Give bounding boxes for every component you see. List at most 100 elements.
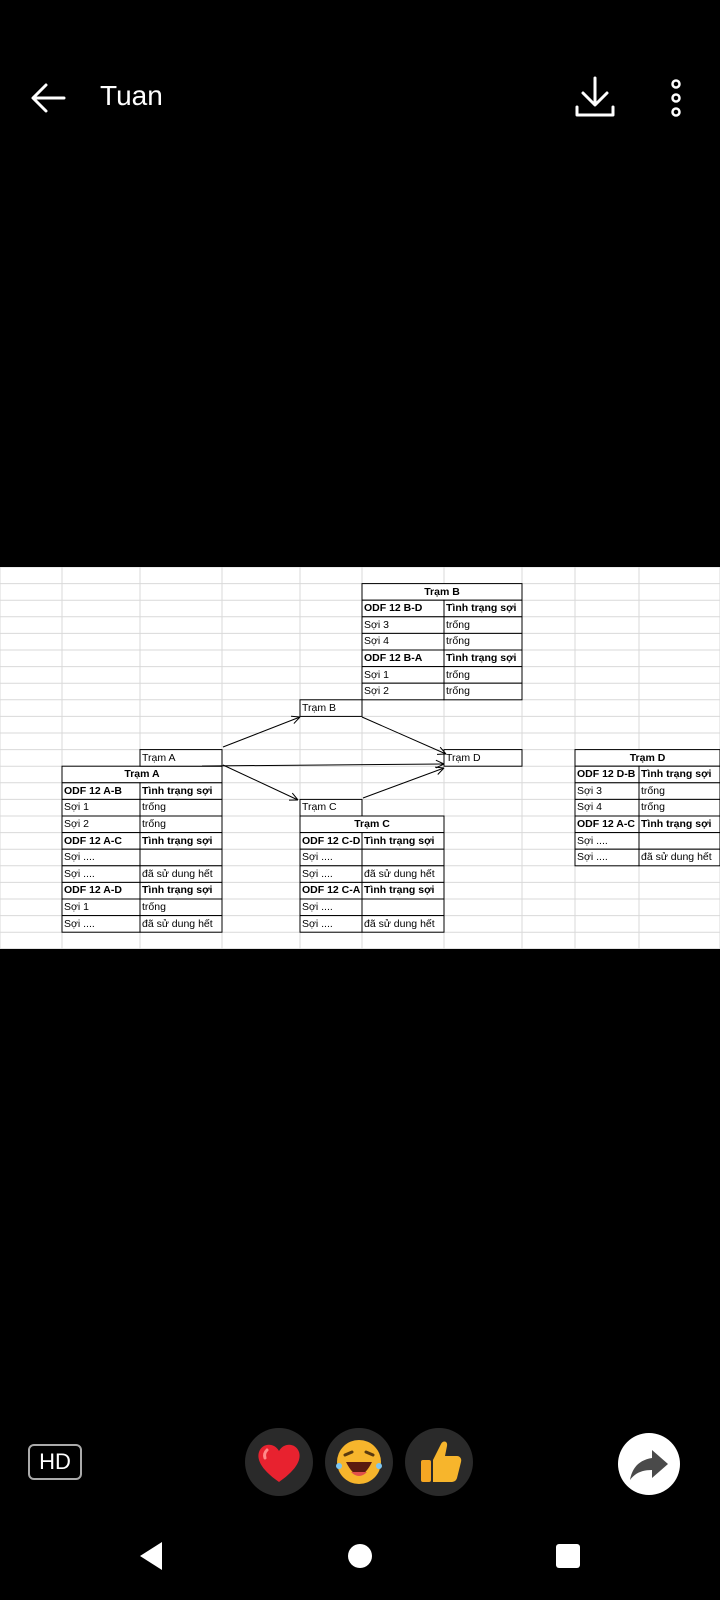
table-a-cell-text: Sợi 2 bbox=[64, 818, 89, 830]
table-d-cell-text: trống bbox=[641, 784, 665, 797]
table-b-cell-text: trống bbox=[446, 618, 470, 631]
table-b-cell-text: Tình trạng sợi bbox=[446, 602, 517, 615]
laugh-reaction-button[interactable] bbox=[325, 1428, 393, 1496]
hd-toggle-button[interactable]: HD bbox=[28, 1444, 82, 1480]
table-c-cell-text: Sợi .... bbox=[302, 901, 333, 913]
table-a-cell-text: Tình trạng sợi bbox=[142, 884, 213, 897]
thumbs-up-reaction-button[interactable] bbox=[405, 1428, 473, 1496]
arrow-c-to-d-head bbox=[437, 767, 445, 775]
table-a-cell-text: ODF 12 A-D bbox=[64, 884, 122, 897]
table-b-cell-text: trống bbox=[446, 668, 470, 681]
table-c-cell-text: đã sử dung hết bbox=[364, 867, 435, 880]
nav-recents-button[interactable] bbox=[554, 1540, 582, 1577]
table-a-cell-text: trống bbox=[142, 818, 166, 830]
table-d-cell bbox=[638, 848, 720, 867]
table-c-title: Trạm C bbox=[354, 818, 390, 830]
node-d-box bbox=[443, 749, 523, 767]
conversation-title: Tuan bbox=[100, 80, 163, 111]
arrow-a-to-c bbox=[222, 764, 299, 801]
nav-back-icon bbox=[140, 1542, 162, 1570]
table-a-cell-text: Sợi 1 bbox=[64, 901, 89, 913]
arrow-a-to-b-head bbox=[290, 715, 301, 718]
table-a-cell-text: đã sử dung hết bbox=[142, 917, 213, 930]
table-b-cell-text: Sợi 1 bbox=[364, 668, 389, 681]
node-c-label: Trạm C bbox=[302, 801, 337, 814]
table-a-title: Trạm A bbox=[124, 768, 160, 781]
table-d-cell-text: Sợi 3 bbox=[577, 784, 602, 797]
arrow-b-to-d-head bbox=[439, 746, 447, 755]
table-d-cell-text: Sợi .... bbox=[577, 851, 608, 864]
table-d-cell-text: ODF 12 A-C bbox=[577, 818, 635, 830]
table-a-cell-text: Sợi .... bbox=[64, 917, 95, 930]
nav-home-button[interactable] bbox=[346, 1540, 374, 1577]
table-c-cell-text: Sợi .... bbox=[302, 851, 333, 864]
back-button[interactable] bbox=[26, 76, 70, 120]
table-a-cell-text: ODF 12 A-C bbox=[64, 834, 122, 847]
table-d-cell bbox=[638, 832, 720, 850]
table-a-cell-text: Tình trạng sợi bbox=[142, 834, 213, 847]
arrow-a-to-d bbox=[201, 763, 445, 767]
table-c-cell-text: Tình trạng sợi bbox=[364, 884, 435, 897]
table-b-cell-text: trống bbox=[446, 635, 470, 648]
table-a-cell-text: trống bbox=[142, 901, 166, 913]
table-b-cell-text: Tình trạng sợi bbox=[446, 652, 517, 664]
table-a-cell-text: Sợi 1 bbox=[64, 801, 89, 814]
arrow-b-to-d bbox=[361, 716, 447, 755]
table-c-cell-text: đã sử dung hết bbox=[364, 917, 435, 930]
arrow-a-to-b-head bbox=[293, 716, 301, 724]
table-c-cell-text: Tình trạng sợi bbox=[364, 834, 435, 847]
arrow-a-to-b bbox=[222, 716, 301, 748]
table-c-cell bbox=[361, 898, 445, 917]
node-a-label: Trạm A bbox=[142, 751, 176, 764]
table-c-cell-text: ODF 12 C-A bbox=[302, 884, 361, 897]
table-b-cell-text: Sợi 2 bbox=[364, 685, 389, 698]
table-a-cell-text: đã sử dung hết bbox=[142, 867, 213, 880]
nav-home-icon bbox=[348, 1544, 372, 1568]
arrow-a-to-d-head bbox=[435, 759, 445, 765]
table-b-cell bbox=[443, 682, 523, 701]
table-d-cell-text: trống bbox=[641, 801, 665, 814]
nav-recents-icon bbox=[556, 1544, 580, 1568]
share-icon bbox=[630, 1450, 668, 1480]
node-c-box bbox=[299, 798, 363, 817]
table-d-cell-text: đã sử dung hết bbox=[641, 851, 712, 864]
table-d-cell-text: Tình trạng sợi bbox=[641, 818, 712, 830]
arrow-a-to-c-head bbox=[291, 792, 299, 801]
table-b-cell-text: ODF 12 B-A bbox=[364, 652, 423, 664]
arrow-c-to-d bbox=[362, 767, 445, 799]
table-c-cell-text: ODF 12 C-D bbox=[302, 834, 361, 847]
table-b-title: Trạm B bbox=[424, 585, 460, 598]
table-d-cell-text: Tình trạng sợi bbox=[641, 768, 712, 781]
table-c-cell-text: Sợi .... bbox=[302, 867, 333, 880]
download-button[interactable] bbox=[572, 74, 618, 120]
share-button[interactable] bbox=[618, 1433, 680, 1495]
table-c-cell bbox=[361, 915, 445, 933]
arrow-c-to-d-head bbox=[434, 766, 445, 769]
table-a-cell-text: ODF 12 A-B bbox=[64, 784, 122, 797]
table-d-cell-text: Sợi .... bbox=[577, 834, 608, 847]
table-a-cell-text: Sợi .... bbox=[64, 851, 95, 864]
node-a-box bbox=[139, 749, 223, 767]
table-c-cell-text: Sợi .... bbox=[302, 917, 333, 930]
table-a-cell bbox=[139, 915, 223, 933]
heart-reaction-button[interactable] bbox=[245, 1428, 313, 1496]
table-b-cell-text: Sợi 3 bbox=[364, 618, 389, 631]
nav-back-button[interactable] bbox=[136, 1540, 166, 1577]
arrow-left-icon bbox=[31, 83, 66, 113]
more-options-button[interactable] bbox=[664, 76, 688, 120]
table-d-cell-text: Sợi 4 bbox=[577, 801, 602, 814]
more-vertical-icon bbox=[671, 79, 681, 117]
node-d-label: Trạm D bbox=[446, 751, 481, 764]
table-a-cell bbox=[139, 848, 223, 867]
top-bar: Tuan bbox=[0, 60, 720, 132]
node-b-box bbox=[299, 699, 363, 717]
table-b-cell-text: ODF 12 B-D bbox=[364, 602, 423, 615]
table-a-cell-text: Sợi .... bbox=[64, 867, 95, 880]
table-d-cell-text: ODF 12 D-B bbox=[577, 768, 636, 781]
table-a-cell-text: Tình trạng sợi bbox=[142, 784, 213, 797]
download-icon bbox=[575, 76, 615, 117]
node-b-label: Trạm B bbox=[302, 701, 337, 714]
table-b-cell-text: trống bbox=[446, 685, 470, 698]
thumbs-up-reaction-icon bbox=[421, 1441, 462, 1482]
